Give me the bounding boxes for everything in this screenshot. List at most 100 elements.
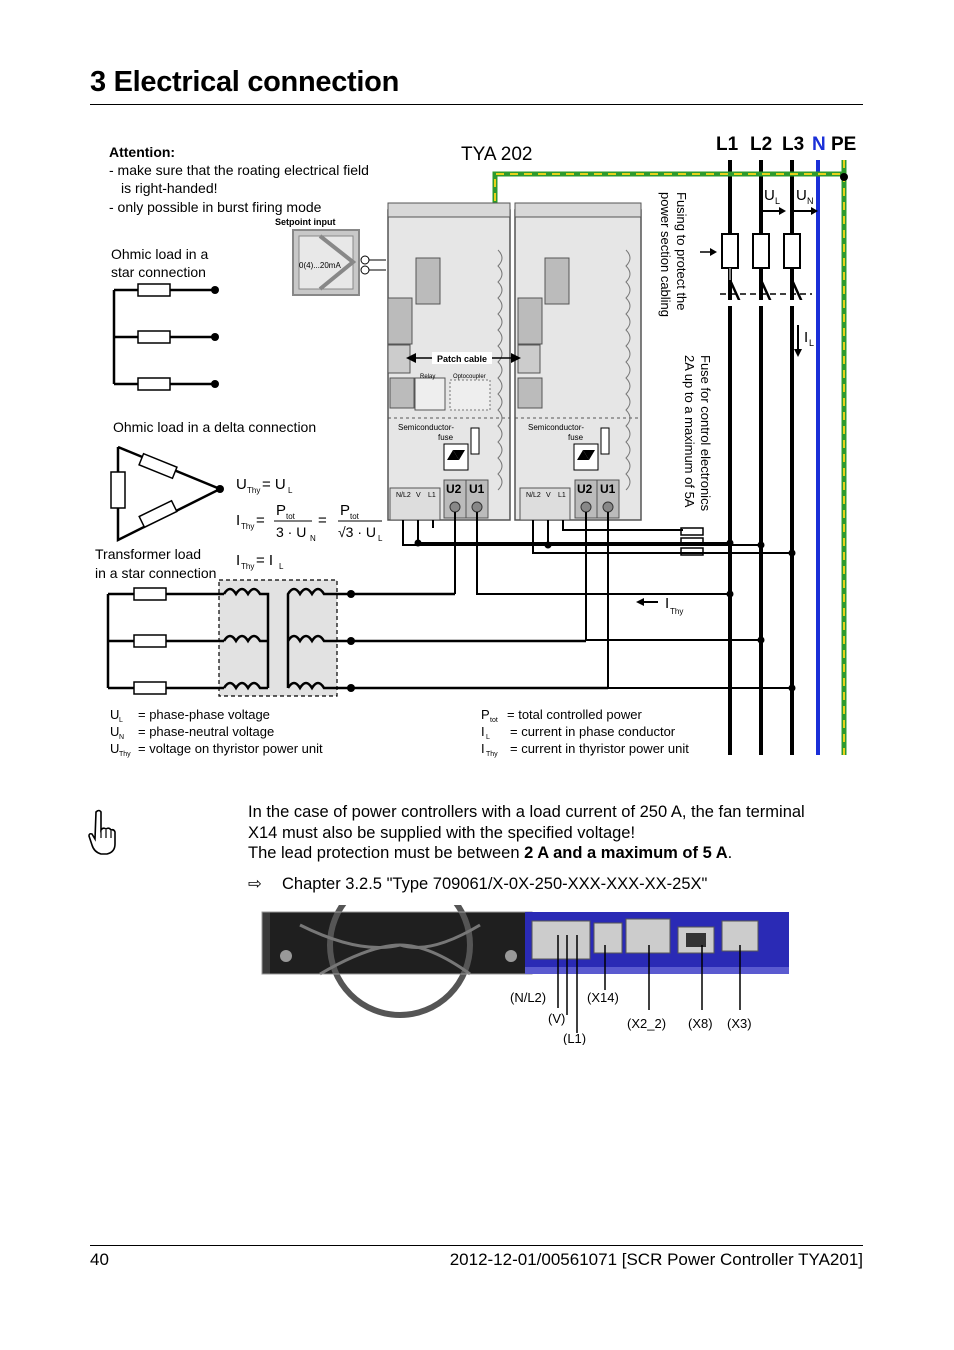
fuse-ctrl-line2: 2A up to a maximum of 5A: [682, 355, 697, 508]
fusing-label: Fusing to protect the power section cabl…: [658, 192, 689, 317]
wiring-diagram: Attention: - make sure that the roating …: [95, 134, 856, 758]
terminal-u2-right: U2: [577, 482, 593, 496]
ithy-symbol: I: [665, 595, 669, 612]
label-x3: (X3): [727, 1016, 752, 1031]
legend-il-sub: L: [486, 734, 490, 741]
patch-cable: Patch cable: [406, 352, 521, 364]
label-l1: (L1): [563, 1031, 586, 1045]
delta-resistors: [110, 452, 178, 529]
optocoupler-label: Optocoupler: [453, 374, 486, 380]
label-x2-2: (X2_2): [627, 1016, 666, 1031]
fusing-line2: power section cabling: [658, 192, 673, 317]
setpoint-input-label: Setpoint input: [275, 217, 336, 227]
terminal-u1-right: U1: [600, 482, 616, 496]
formula-tot1: tot: [286, 512, 296, 521]
legend-ptot: = total controlled power: [507, 707, 642, 722]
star-line1: Ohmic load in a: [111, 246, 208, 262]
terminal-u1-left: U1: [469, 482, 485, 496]
control-fuse: [680, 527, 704, 556]
terminal-nl2-left: N/L2: [396, 492, 411, 499]
fan-icon: [299, 905, 481, 1018]
page-heading: 3 Electrical connection: [90, 66, 399, 98]
un-symbol: U: [796, 187, 807, 204]
formula-p1: P: [276, 502, 286, 519]
heading-rule: [90, 104, 863, 105]
phase-fuses: [721, 233, 801, 269]
legend-u3: U: [110, 741, 119, 756]
relay-label: Relay: [420, 374, 435, 380]
delta-label: Ohmic load in a delta connection: [113, 419, 316, 435]
voltage-arrows: U L U N: [700, 187, 818, 256]
formula-l-sub: L: [378, 534, 383, 543]
formula-i2-sub: Thy: [241, 562, 254, 571]
reference-arrow-icon: ⇨: [248, 875, 262, 893]
note-line3-suffix: .: [727, 844, 733, 862]
formula-i-sub: Thy: [241, 522, 254, 531]
transformer-line2: in a star connection: [95, 565, 216, 581]
formula-den1: 3 · U: [276, 524, 306, 540]
legend-il: = current in phase conductor: [510, 724, 676, 739]
label-x8: (X8): [688, 1016, 713, 1031]
note-line3: The lead protection must be between 2 A …: [248, 843, 868, 864]
formulas: U Thy = U L I Thy = P tot 3 · U N = P to…: [236, 476, 383, 571]
delta-load: [116, 445, 224, 543]
formula-i: I: [236, 512, 240, 529]
semiconductor-line1-right: Semiconductor-: [528, 423, 584, 432]
legend-ul: = phase-phase voltage: [138, 707, 270, 722]
phase-l3-label: L3: [782, 134, 804, 155]
il-arrow: I L: [794, 325, 814, 357]
star-load: [112, 288, 215, 386]
legend-ul-sub: L: [119, 717, 123, 724]
reference-text[interactable]: Chapter 3.2.5 "Type 709061/X-0X-250-XXX-…: [282, 875, 708, 893]
legend-uthy: = voltage on thyristor power unit: [138, 741, 323, 756]
ithy-arrow: I Thy: [636, 595, 683, 616]
ul-sub: L: [775, 196, 780, 206]
il-sub: L: [809, 338, 814, 348]
document-id: 2012-12-01/00561071 [SCR Power Controlle…: [449, 1250, 863, 1269]
fuse-control-label: Fuse for control electronics 2A up to a …: [682, 355, 713, 512]
legend-u1: U: [110, 707, 119, 722]
star-resistors: [137, 283, 171, 391]
transformer-load: [106, 579, 608, 697]
ithy-sub: Thy: [670, 607, 683, 616]
chapter-reference[interactable]: ⇨ Chapter 3.2.5 "Type 709061/X-0X-250-XXX…: [248, 874, 707, 894]
patch-cable-label: Patch cable: [437, 354, 487, 364]
note-line3-prefix: The lead protection must be between: [248, 844, 525, 862]
formula-eq2: =: [318, 512, 327, 529]
legend-un-sub: N: [119, 734, 124, 741]
label-x14: (X14): [587, 990, 619, 1005]
semiconductor-line1: Semiconductor-: [398, 423, 454, 432]
legend-uthy-sub: Thy: [119, 751, 131, 758]
pointing-hand-icon: [88, 809, 116, 855]
phase-pe-label: PE: [831, 134, 856, 155]
note-line2: X14 must also be supplied with the speci…: [248, 823, 636, 842]
label-v: (V): [548, 1011, 565, 1026]
terminal-l1-left: L1: [428, 492, 436, 499]
device-name: TYA 202: [461, 144, 532, 165]
formula-ul-sub: L: [288, 486, 293, 495]
formula-tot2: tot: [350, 512, 360, 521]
phase-l2-label: L2: [750, 134, 772, 155]
formula-ithy-il: = I: [256, 552, 273, 569]
formula-uthy-sub: Thy: [247, 486, 260, 495]
attention-line2: is right-handed!: [121, 180, 218, 196]
formula-i2: I: [236, 552, 240, 569]
attention-line3: - only possible in burst firing mode: [109, 199, 322, 215]
legend: U L = phase-phase voltage U N = phase-ne…: [110, 707, 689, 758]
formula-den2: √3 · U: [338, 524, 376, 540]
terminal-l1-right: L1: [558, 492, 566, 499]
formula-p2: P: [340, 502, 350, 519]
terminal-v-left: V: [416, 492, 421, 499]
legend-i1: I: [481, 724, 485, 739]
star-line2: star connection: [111, 264, 206, 280]
legend-ithy: = current in thyristor power unit: [510, 741, 689, 756]
device-unit-right: Semiconductor- fuse N/L2 V L1 U2 U1: [514, 202, 642, 521]
il-symbol: I: [804, 329, 808, 346]
phase-switches: [720, 268, 812, 303]
legend-i2: I: [481, 741, 485, 756]
device-wiring: [402, 512, 792, 689]
transformer-line1: Transformer load: [95, 546, 201, 562]
fuse-ctrl-line1: Fuse for control electronics: [698, 355, 713, 512]
phase-n-label: N: [812, 134, 826, 155]
phase-l1-label: L1: [716, 134, 739, 155]
